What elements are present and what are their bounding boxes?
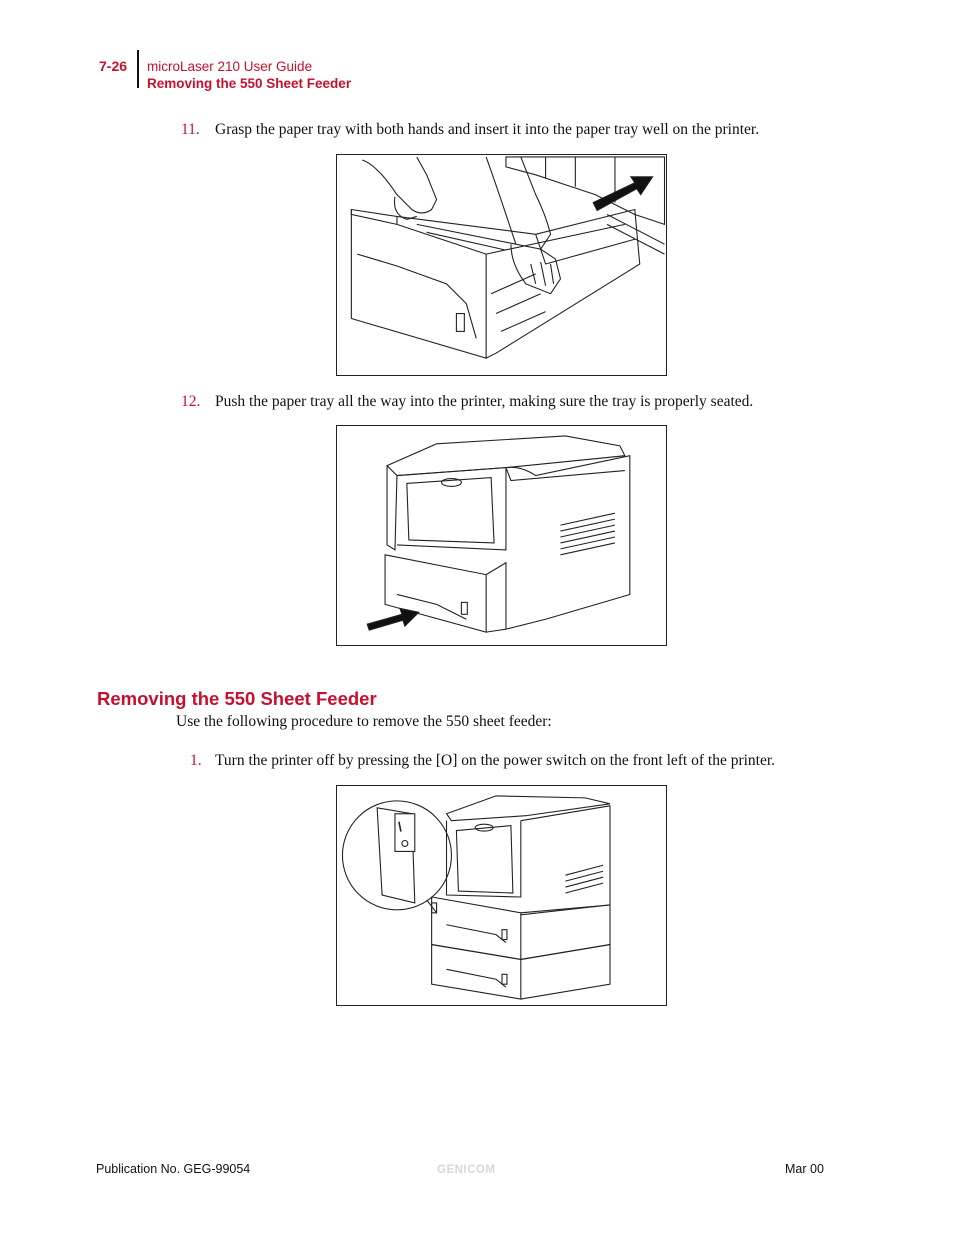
- step-1: 1. Turn the printer off by pressing the […: [190, 752, 775, 770]
- step-number: 12.: [181, 393, 201, 410]
- step-number: 1.: [190, 752, 202, 769]
- step-11: 11. Grasp the paper tray with both hands …: [181, 121, 759, 139]
- guide-title: microLaser 210 User Guide: [147, 59, 313, 74]
- section-intro: Use the following procedure to remove th…: [176, 713, 552, 730]
- footer-publication: Publication No. GEG-99054: [96, 1162, 251, 1176]
- figure-power-switch: [336, 785, 667, 1006]
- section-heading: Removing the 550 Sheet Feeder: [97, 688, 377, 709]
- header-divider: [137, 50, 139, 88]
- step-12: 12. Push the paper tray all the way into …: [181, 393, 753, 411]
- figure-insert-tray: [336, 154, 667, 376]
- footer-brand-logo: GENICOM: [437, 1164, 496, 1176]
- header-section-title: Removing the 550 Sheet Feeder: [147, 76, 352, 91]
- step-text: Push the paper tray all the way into the…: [215, 393, 754, 410]
- step-number: 11.: [181, 121, 200, 138]
- illustration-printer-tray-seated: [366, 435, 631, 633]
- page-number: 7-26: [99, 58, 128, 74]
- illustration-hands-inserting-tray: [350, 156, 666, 359]
- illustration-printer-power-switch: [341, 795, 611, 1000]
- figure-push-tray: [336, 425, 667, 646]
- step-text: Turn the printer off by pressing the [O]…: [215, 752, 776, 769]
- footer-date: Mar 00: [785, 1162, 824, 1176]
- step-text: Grasp the paper tray with both hands and…: [215, 121, 760, 138]
- running-header: microLaser 210 User Guide Removing the 5…: [147, 58, 351, 92]
